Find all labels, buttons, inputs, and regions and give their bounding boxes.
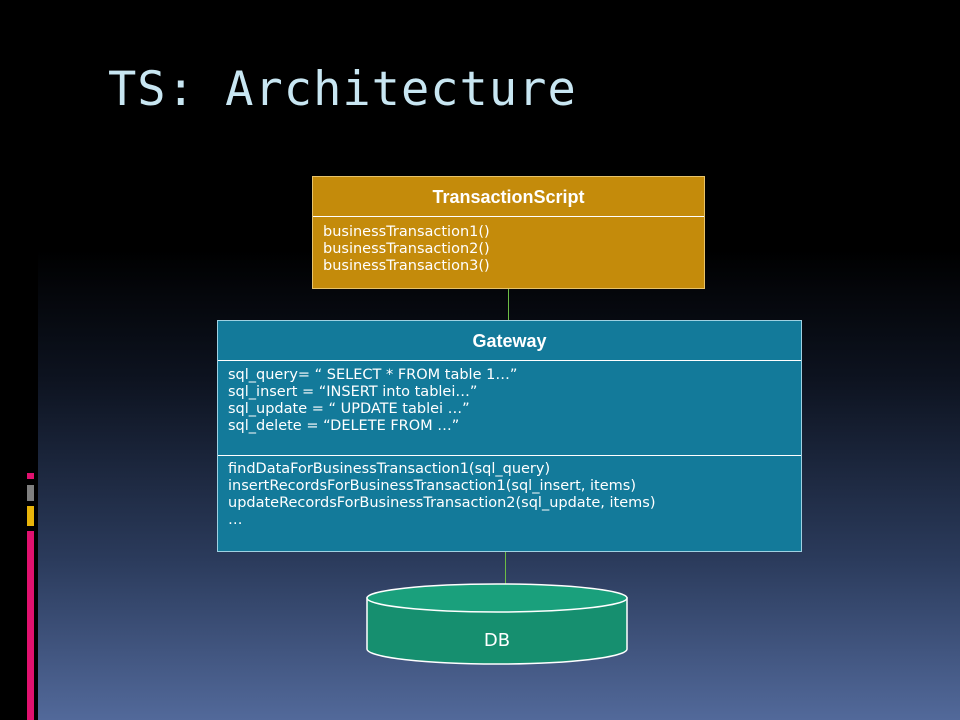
database-cylinder <box>366 583 628 665</box>
accent-bar-gray <box>27 485 34 501</box>
ts-method: businessTransaction3() <box>323 258 490 274</box>
connector-gateway-db <box>505 552 506 600</box>
ts-method: businessTransaction1() <box>323 224 490 240</box>
gateway-attribute: sql_query= “ SELECT * FROM table 1…” <box>228 367 518 383</box>
connector-ts-gateway <box>508 289 509 320</box>
gateway-class-name: Gateway <box>218 321 801 361</box>
gateway-attribute: sql_update = “ UPDATE tablei …” <box>228 401 470 417</box>
gateway-method: insertRecordsForBusinessTransaction1(sql… <box>228 478 636 494</box>
gateway-method: findDataForBusinessTransaction1(sql_quer… <box>228 461 551 477</box>
transaction-script-class-name: TransactionScript <box>313 177 704 217</box>
accent-bar-pink-long <box>27 531 34 720</box>
gateway-attributes: sql_query= “ SELECT * FROM table 1…” sql… <box>218 361 801 456</box>
gateway-class-box: Gateway sql_query= “ SELECT * FROM table… <box>217 320 802 552</box>
gateway-methods: findDataForBusinessTransaction1(sql_quer… <box>218 456 801 551</box>
accent-bar-gold <box>27 506 34 526</box>
gateway-method: updateRecordsForBusinessTransaction2(sql… <box>228 495 656 511</box>
gateway-attribute: sql_delete = “DELETE FROM …” <box>228 418 460 434</box>
accent-bar-pink <box>27 473 34 479</box>
gateway-method: … <box>228 512 243 528</box>
database-cylinder-top <box>366 583 628 613</box>
slide-title: TS: Architecture <box>108 62 577 117</box>
transaction-script-class-box: TransactionScript businessTransaction1()… <box>312 176 705 289</box>
ts-method: businessTransaction2() <box>323 241 490 257</box>
database-cylinder-body <box>366 597 628 665</box>
gateway-attribute: sql_insert = “INSERT into tablei…” <box>228 384 478 400</box>
transaction-script-methods: businessTransaction1() businessTransacti… <box>313 217 704 288</box>
database-label: DB <box>483 630 511 651</box>
